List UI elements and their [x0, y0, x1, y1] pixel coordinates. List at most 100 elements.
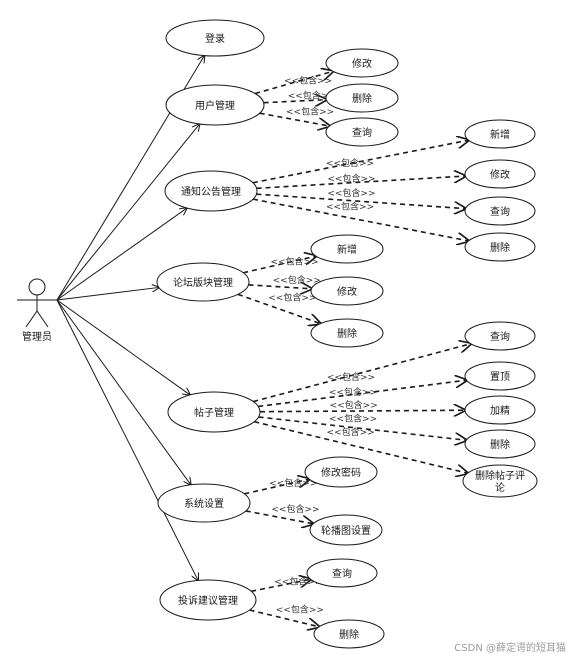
use-case-post-query-ellipse [464, 321, 536, 351]
include-line-post-query [253, 344, 471, 403]
include-line-forum-del [237, 293, 320, 323]
use-case-system-pwd-label: 修改密码 [321, 466, 361, 479]
include-label-forum-edit: <<包含>> [273, 274, 321, 286]
actor-head [28, 278, 46, 296]
use-case-user-label: 用户管理 [195, 99, 235, 112]
association-line-system [56, 299, 191, 485]
use-case-post-top-ellipse [464, 361, 536, 391]
use-case-notice-edit-label: 修改 [490, 168, 510, 181]
use-case-notice-label: 通知公告管理 [181, 185, 241, 198]
include-label-notice-query: <<包含>> [327, 187, 375, 199]
use-case-notice-edit-ellipse [464, 159, 536, 189]
include-line-user-edit [254, 71, 333, 95]
use-case-complaint-query-ellipse [306, 558, 378, 588]
use-case-user-edit-label: 修改 [352, 57, 372, 70]
use-case-user-query: 查询 [325, 117, 399, 147]
include-label-complaint-del: <<包含>> [276, 603, 324, 615]
use-case-post-del-comment-label-line2: 论 [495, 481, 505, 494]
use-case-system-pwd-ellipse [304, 456, 378, 488]
include-line-forum-edit [248, 285, 311, 289]
use-case-notice: 通知公告管理 [164, 170, 258, 212]
use-case-complaint-label: 投诉建议管理 [178, 594, 238, 607]
association-line-complaint [56, 299, 198, 580]
actor-label: 管理员 [22, 330, 52, 343]
use-case-forum-del-ellipse [310, 318, 384, 348]
include-line-system-pwd [244, 479, 309, 495]
include-label-post-top: <<包含>> [329, 386, 377, 398]
actor-right-leg [36, 310, 49, 328]
include-line-complaint-query [251, 579, 311, 593]
use-case-system-ellipse [157, 483, 251, 523]
include-label-user-edit: <<包含>> [284, 74, 332, 86]
use-case-notice-del-ellipse [464, 232, 536, 262]
use-case-post-del-label: 删除 [490, 438, 510, 451]
use-case-notice-del-label: 删除 [490, 241, 510, 254]
use-case-complaint-del-label: 删除 [339, 628, 359, 641]
include-line-post-del-comment [254, 420, 467, 474]
include-line-notice-query [256, 193, 465, 208]
include-line-notice-del [252, 198, 468, 241]
use-case-forum-label: 论坛版块管理 [173, 276, 233, 289]
use-case-user-edit-ellipse [325, 48, 399, 78]
use-case-post-feature: 加精 [464, 395, 536, 425]
use-case-post-del: 删除 [464, 429, 536, 459]
use-case-complaint: 投诉建议管理 [159, 579, 257, 621]
use-case-notice-edit: 修改 [464, 159, 536, 189]
use-case-login-ellipse [165, 19, 265, 57]
include-label-forum-del: <<包含>> [268, 292, 316, 304]
association-line-user [56, 124, 200, 301]
include-line-system-carousel [245, 510, 313, 524]
use-case-notice-del: 删除 [464, 232, 536, 262]
include-label-notice-edit: <<包含>> [327, 172, 375, 184]
use-case-login: 登录 [165, 19, 265, 57]
use-case-complaint-ellipse [159, 579, 257, 621]
use-case-forum-del: 删除 [310, 318, 384, 348]
use-case-complaint-del: 删除 [313, 619, 385, 649]
use-case-user-query-ellipse [325, 117, 399, 147]
use-case-user: 用户管理 [165, 84, 265, 126]
include-label-forum-add: <<包含>> [271, 255, 319, 267]
association-line-forum [56, 287, 159, 301]
use-case-notice-add-label: 新增 [490, 128, 510, 141]
use-case-notice-add: 新增 [464, 119, 536, 149]
use-case-notice-query-ellipse [464, 196, 536, 226]
use-case-system-carousel: 轮播图设置 [309, 514, 383, 546]
include-line-post-del [258, 416, 467, 440]
use-case-notice-add-ellipse [464, 119, 536, 149]
use-case-post-query: 查询 [464, 321, 536, 351]
include-label-notice-add: <<包含>> [326, 157, 374, 169]
use-case-post-query-label: 查询 [490, 330, 510, 343]
include-line-complaint-del [249, 609, 319, 627]
association-line-post [56, 299, 190, 395]
use-case-notice-ellipse [164, 170, 258, 212]
use-case-post-label: 帖子管理 [194, 406, 234, 419]
include-line-user-del [263, 100, 327, 103]
use-case-system: 系统设置 [157, 483, 251, 523]
include-label-post-del-comment: <<包含>> [327, 426, 375, 438]
use-case-login-label: 登录 [205, 32, 225, 45]
use-case-post-del-comment-ellipse [462, 464, 538, 498]
include-line-notice-edit [256, 176, 466, 190]
use-case-user-ellipse [165, 84, 265, 126]
use-case-forum-del-label: 删除 [337, 327, 357, 340]
use-case-system-carousel-ellipse [309, 514, 383, 546]
use-case-user-edit: 修改 [325, 48, 399, 78]
use-case-user-del: 删除 [325, 83, 399, 113]
use-case-post: 帖子管理 [167, 391, 261, 433]
use-case-forum-ellipse [156, 262, 250, 302]
use-case-post-top: 置顶 [464, 361, 536, 391]
use-case-forum-edit-label: 修改 [337, 285, 357, 298]
use-case-post-top-label: 置顶 [490, 371, 510, 383]
use-case-post-ellipse [167, 391, 261, 433]
include-line-user-query [259, 112, 330, 126]
include-label-user-query: <<包含>> [286, 105, 334, 117]
include-label-notice-del: <<包含>> [326, 201, 374, 213]
include-line-post-feature [259, 410, 465, 411]
include-label-system-pwd: <<包含>> [269, 477, 317, 489]
actor-left-leg [25, 310, 38, 328]
use-case-complaint-query: 查询 [306, 558, 378, 588]
use-case-notice-query-label: 查询 [490, 205, 510, 218]
use-case-notice-query: 查询 [464, 196, 536, 226]
use-case-forum: 论坛版块管理 [156, 262, 250, 302]
